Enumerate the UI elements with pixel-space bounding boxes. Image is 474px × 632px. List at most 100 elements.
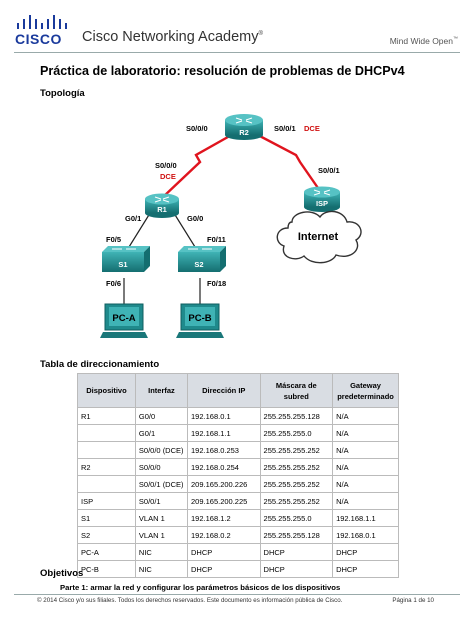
col-gateway: Gateway predeterminado: [332, 373, 399, 408]
academy-title: Cisco Networking Academy®: [82, 29, 263, 45]
header-divider: [14, 52, 460, 53]
col-interface: Interfaz: [134, 373, 189, 408]
serial-link-r2-isp: [253, 131, 319, 189]
table-cell: VLAN 1: [134, 509, 189, 527]
table-cell: NIC: [134, 543, 189, 561]
table-cell: 192.168.0.1: [187, 407, 261, 425]
table-cell: 192.168.0.1: [332, 526, 399, 544]
cisco-bars-icon: [17, 15, 67, 29]
table-cell: N/A: [332, 441, 399, 459]
r1-s000-label: S0/0/0: [155, 161, 177, 170]
s2-label: S2: [194, 260, 203, 269]
r2-s001-label: S0/0/1: [274, 124, 296, 133]
pca-label: PC-A: [112, 313, 135, 324]
table-cell: DHCP: [259, 543, 334, 561]
table-cell: S0/0/1: [134, 492, 189, 510]
addressing-table: Dispositivo Interfaz Dirección IP Máscar…: [77, 373, 399, 578]
internet-label: Internet: [298, 231, 339, 243]
table-cell: 255.255.255.128: [259, 407, 334, 425]
table-cell: [77, 475, 136, 493]
table-cell: [77, 441, 136, 459]
table-cell: DHCP: [187, 543, 261, 561]
objectives-heading: Objetivos: [40, 568, 84, 579]
table-cell: 192.168.1.1: [332, 509, 399, 527]
s2-f018-label: F0/18: [207, 279, 226, 288]
table-cell: N/A: [332, 492, 399, 510]
topology-diagram: R2 R1 ISP Internet S1 S2 PC-A: [100, 114, 362, 338]
serial-link-r1-r2: [162, 131, 236, 198]
pc-a-icon: [100, 303, 148, 338]
router-r2-icon: [225, 114, 263, 140]
r1-label: R1: [157, 205, 167, 214]
table-cell: S0/0/0: [134, 458, 189, 476]
s1-f06-label: F0/6: [106, 279, 121, 288]
tagline: Mind Wide Open™: [389, 36, 458, 46]
r1-g00-label: G0/0: [187, 214, 203, 223]
table-cell: S0/0/1 (DCE): [134, 475, 189, 493]
table-cell: 255.255.255.0: [259, 509, 334, 527]
table-cell: N/A: [332, 475, 399, 493]
table-cell: R2: [77, 458, 136, 476]
cisco-logo: [15, 14, 75, 48]
footer-page-number: Página 1 de 10: [392, 597, 434, 604]
internet-cloud-icon: [276, 210, 362, 264]
document-title: Práctica de laboratorio: resolución de p…: [40, 64, 405, 78]
table-cell: DHCP: [259, 560, 334, 578]
table-header-row: Dispositivo Interfaz Dirección IP Máscar…: [77, 373, 399, 408]
col-device: Dispositivo: [77, 373, 136, 408]
table-cell: ISP: [77, 492, 136, 510]
table-cell: G0/0: [134, 407, 189, 425]
table-heading: Tabla de direccionamiento: [40, 359, 160, 370]
r2-s000-label: S0/0/0: [186, 124, 208, 133]
table-cell: S2: [77, 526, 136, 544]
table-cell: PC-A: [77, 543, 136, 561]
table-cell: N/A: [332, 407, 399, 425]
router-isp-icon: [304, 186, 340, 212]
table-cell: 192.168.0.2: [187, 526, 261, 544]
table-cell: S0/0/0 (DCE): [134, 441, 189, 459]
s1-label: S1: [118, 260, 127, 269]
r2-label: R2: [239, 128, 249, 137]
table-cell: 209.165.200.225: [187, 492, 261, 510]
router-r1-icon: [145, 193, 179, 218]
table-cell: 192.168.0.253: [187, 441, 261, 459]
pc-b-icon: [176, 303, 224, 338]
table-cell: S1: [77, 509, 136, 527]
objective-part-1: Parte 1: armar la red y configurar los p…: [60, 583, 341, 592]
table-cell: 255.255.255.252: [259, 441, 334, 459]
r1-dce-label: DCE: [160, 172, 176, 181]
table-cell: 255.255.255.0: [259, 424, 334, 442]
table-cell: DHCP: [332, 543, 399, 561]
table-cell: 192.168.0.254: [187, 458, 261, 476]
table-cell: N/A: [332, 424, 399, 442]
switch-s2-icon: [178, 246, 226, 272]
isp-s001-label: S0/0/1: [318, 166, 340, 175]
s1-f05-label: F0/5: [106, 235, 121, 244]
cisco-wordmark: CISCO: [15, 31, 62, 47]
pcb-label: PC-B: [188, 313, 211, 324]
table-cell: [77, 424, 136, 442]
table-cell: DHCP: [332, 560, 399, 578]
table-cell: PC-B: [77, 560, 136, 578]
topology-heading: Topología: [40, 88, 85, 99]
col-mask: Máscara de subred: [259, 373, 334, 408]
table-cell: 192.168.1.2: [187, 509, 261, 527]
table-cell: 255.255.255.128: [259, 526, 334, 544]
footer-divider: [14, 594, 460, 595]
s2-f011-label: F0/11: [207, 235, 226, 244]
table-cell: NIC: [134, 560, 189, 578]
table-cell: G0/1: [134, 424, 189, 442]
r1-g01-label: G0/1: [125, 214, 141, 223]
table-cell: 255.255.255.252: [259, 475, 334, 493]
r2-dce-label: DCE: [304, 124, 320, 133]
